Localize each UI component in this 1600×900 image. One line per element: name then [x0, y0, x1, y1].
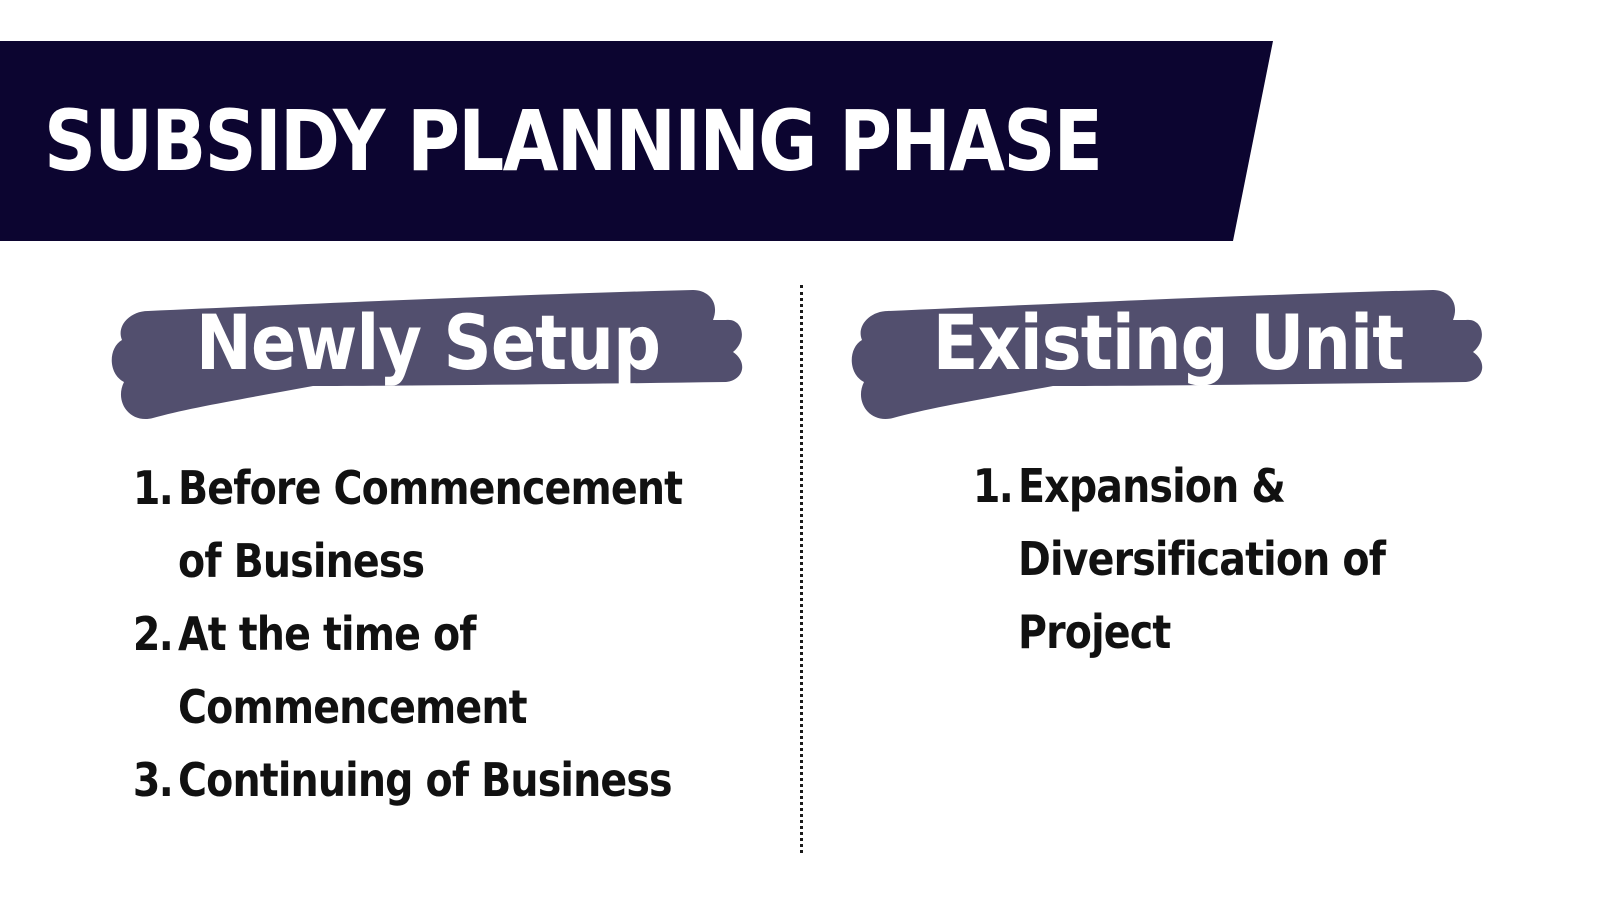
banner-shape: [0, 41, 1273, 241]
existing-unit-list: 1. Expansion & Diversification of Projec…: [973, 450, 1498, 669]
list-item-number: 2.: [132, 607, 174, 661]
title-banner: SUBSIDY PLANNING PHASE: [0, 41, 1290, 241]
column-header-newly-setup: Newly Setup: [108, 284, 748, 424]
column-header-label: Existing Unit: [932, 298, 1404, 387]
brush-stroke-shape: [111, 290, 743, 420]
page-title: SUBSIDY PLANNING PHASE: [44, 92, 1103, 190]
column-header-existing-unit: Existing Unit: [848, 284, 1488, 424]
list-item-text: Continuing of Business: [178, 753, 673, 807]
list-item: 1. Before Commencement of Business: [133, 452, 798, 598]
list-item: 2. At the time of Commencement: [133, 598, 798, 744]
list-item: 3. Continuing of Business: [133, 744, 798, 817]
newly-setup-list: 1. Before Commencement of Business 2. At…: [133, 452, 798, 817]
list-item-number: 3.: [132, 753, 174, 807]
list-item-number: 1.: [972, 459, 1014, 513]
list-item-text: Before Commencement of Business: [178, 461, 683, 588]
list-item-text: At the time of Commencement: [178, 607, 528, 734]
column-divider: [800, 285, 803, 853]
column-header-label: Newly Setup: [195, 298, 661, 387]
list-item-text: Expansion & Diversification of Project: [1018, 459, 1386, 659]
list-item: 1. Expansion & Diversification of Projec…: [973, 450, 1498, 669]
list-item-number: 1.: [132, 461, 174, 515]
brush-stroke-shape: [851, 290, 1483, 420]
